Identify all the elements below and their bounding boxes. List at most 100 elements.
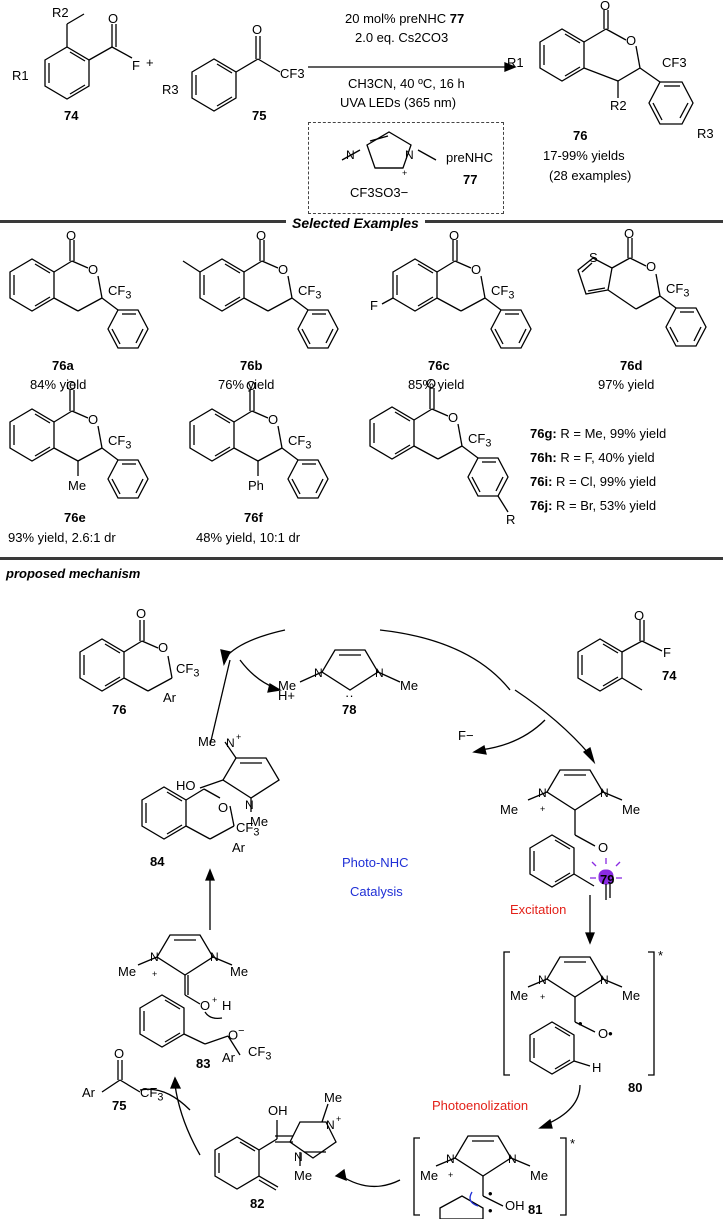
atom-n-77a: N xyxy=(346,148,355,162)
yield-76a: 84% yield xyxy=(30,377,87,392)
atom-r1-product: R1 xyxy=(507,55,524,70)
atom-n-81a: N xyxy=(446,1152,455,1166)
structure-75 xyxy=(191,36,281,112)
radical-80: • xyxy=(578,1016,583,1031)
structure-74-mech xyxy=(577,620,663,692)
atom-me-80b: Me xyxy=(622,988,641,1003)
atom-ho-84: HO xyxy=(176,778,196,793)
catalyst-number: 77 xyxy=(463,172,478,187)
yield-76e: 93% yield, 2.6:1 dr xyxy=(8,530,116,545)
label-76-mech: 76 xyxy=(112,702,127,717)
charge-plus-o-83: + xyxy=(212,995,218,1005)
divider-mechanism xyxy=(0,557,723,560)
atom-ominus-83: O− xyxy=(228,1025,245,1043)
label-74: 74 xyxy=(64,108,79,123)
atom-o-79: O xyxy=(598,840,609,855)
atom-ar-76m: Ar xyxy=(163,690,176,705)
atom-oring-76c: O xyxy=(471,262,482,277)
condition-line4: UVA LEDs (365 nm) xyxy=(340,95,457,110)
structure-76b xyxy=(182,240,339,349)
structure-83 xyxy=(137,934,241,1056)
atom-ar-84: Ar xyxy=(232,840,245,855)
structure-77 xyxy=(341,131,437,169)
structure-84 xyxy=(141,741,280,840)
atom-r1: R1 xyxy=(12,68,29,83)
structure-78 xyxy=(299,649,401,691)
atom-oring-76m: O xyxy=(158,640,169,655)
charge-plus-83: + xyxy=(152,969,158,979)
atom-n-78a: N xyxy=(314,666,323,680)
variant-76g: 76g: R = Me, 99% yield xyxy=(530,426,667,441)
atom-n-82a: N xyxy=(326,1118,335,1132)
structure-79 xyxy=(527,769,623,888)
label-75: 75 xyxy=(252,108,267,123)
atom-oring-76e: O xyxy=(88,412,99,427)
label-76-product: 76 xyxy=(573,128,588,143)
yield-76c: 85% yield xyxy=(408,377,465,392)
label-84: 84 xyxy=(150,854,165,869)
atom-cf3-76b: CF3 xyxy=(298,283,322,302)
condition-line1: 20 mol% preNHC 77 xyxy=(345,11,465,26)
label-78: 78 xyxy=(342,702,357,717)
atom-oring-76a: O xyxy=(88,262,99,277)
center-label-line1: Photo-NHC xyxy=(342,855,409,870)
label-79: 79 xyxy=(600,872,615,887)
ion-h-plus: H+ xyxy=(278,688,295,703)
atom-ar-75m: Ar xyxy=(82,1085,95,1100)
atom-s-76d: S xyxy=(589,250,598,265)
atom-cf3-76c: CF3 xyxy=(491,283,515,302)
label-76c: 76c xyxy=(428,358,450,373)
condition-line3: CH3CN, 40 ºC, 16 h xyxy=(348,76,465,91)
charge-plus-81: + xyxy=(448,1170,454,1180)
yield-76f: 48% yield, 10:1 dr xyxy=(196,530,301,545)
charge-plus-84: + xyxy=(236,732,242,742)
label-82: 82 xyxy=(250,1196,265,1211)
condition-line2: 2.0 eq. Cs2CO3 xyxy=(355,30,449,45)
atom-n-84a: N xyxy=(226,736,235,750)
product-yield-range: 17-99% yields xyxy=(543,148,625,163)
charge-plus-77: + xyxy=(402,168,408,178)
atom-n-84b: N xyxy=(245,798,254,812)
atom-n-79a: N xyxy=(538,786,547,800)
atom-me-84a: Me xyxy=(198,734,217,749)
atom-o-74m: O xyxy=(634,608,645,623)
selected-examples-heading: Selected Examples xyxy=(286,216,425,231)
star-81: * xyxy=(570,1136,576,1151)
atom-o-76b: O xyxy=(256,228,267,243)
atom-o-76m: O xyxy=(136,606,147,621)
atom-oring-84: O xyxy=(218,800,229,815)
atom-cf3-76m: CF3 xyxy=(176,661,200,680)
atom-r2-product: R2 xyxy=(610,98,627,113)
atom-me-84b: Me xyxy=(250,814,269,829)
arrow-to-79 xyxy=(514,689,591,756)
atom-cf3-75m: CF3 xyxy=(140,1085,164,1104)
atom-o-74: O xyxy=(108,11,119,26)
variant-76i: 76i: R = Cl, 99% yield xyxy=(530,474,657,489)
radical-81b: • xyxy=(488,1203,493,1218)
label-76a: 76a xyxy=(52,358,74,373)
atom-me-82b: Me xyxy=(294,1168,313,1183)
photoenolization-label: Photoenolization xyxy=(432,1098,529,1113)
atom-f: F xyxy=(132,58,140,73)
atom-r-76g: R xyxy=(506,512,516,527)
label-76b: 76b xyxy=(240,358,263,373)
atom-ar-83: Ar xyxy=(222,1050,235,1065)
atom-o-76d: O xyxy=(624,226,635,241)
yield-76d: 97% yield xyxy=(598,377,655,392)
atom-me-80a: Me xyxy=(510,988,529,1003)
product-examples-count: (28 examples) xyxy=(549,168,632,183)
structure-76-mech xyxy=(79,620,173,692)
atom-n-83a: N xyxy=(150,950,159,964)
atom-o-76c: O xyxy=(449,228,460,243)
atom-cf3-76e: CF3 xyxy=(108,433,132,452)
arrow-84-up xyxy=(209,659,231,746)
atom-oring-76d: O xyxy=(646,259,657,274)
atom-o-76g: O xyxy=(426,376,437,391)
excitation-label: Excitation xyxy=(510,902,567,917)
atom-n-82b: N xyxy=(294,1150,303,1164)
atom-me-82a: Me xyxy=(324,1090,343,1105)
atom-n-78b: N xyxy=(375,666,384,680)
atom-o-76f: O xyxy=(246,378,257,393)
atom-f-74m: F xyxy=(663,645,671,660)
